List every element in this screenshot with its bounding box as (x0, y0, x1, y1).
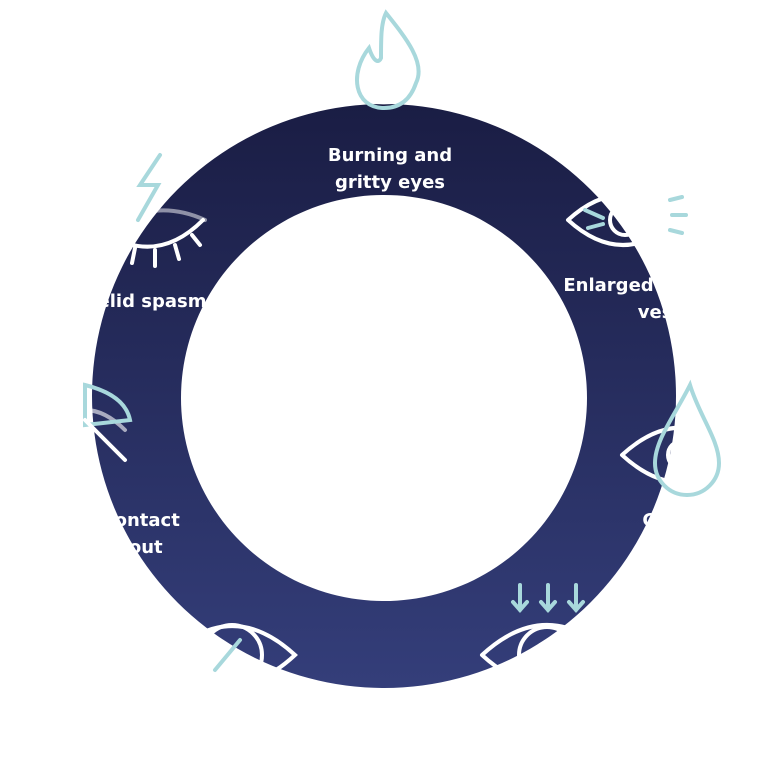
label-line: Reduced contact (10, 510, 180, 531)
flame-eye-icon (328, 9, 442, 111)
label-line: gritty eyes (334, 172, 445, 193)
label-limited-vision: Limited vision (158, 715, 302, 736)
label-line: Enlarged blood (563, 275, 717, 296)
label-enlarged-blood-vessels: Enlarged blood vessels (540, 272, 740, 326)
label-line: tears (661, 537, 715, 558)
contact-lens-eye-icon (43, 382, 133, 462)
twitching-eyelid-icon (98, 153, 207, 268)
ring-band (92, 104, 677, 689)
blurred-eye-icon (168, 623, 298, 687)
label-line: Burning and (327, 145, 453, 166)
label-line: vessels (637, 302, 713, 323)
light-sensitive-eye-icon (480, 583, 615, 687)
bloodshot-eye-icon (566, 193, 688, 247)
label-sensitive-to-light: Sensitive to light (463, 715, 637, 736)
label-reduced-contact-lens-drop-out: Reduced contact lens drop out rate (0, 507, 190, 588)
label-line: Constant (642, 510, 734, 531)
label-constant-tears: Constant tears (618, 507, 758, 561)
teardrop-eye-icon (620, 379, 745, 497)
label-line: rate (74, 564, 116, 585)
label-eyelid-spasm: Eyelid spasm (73, 291, 207, 312)
label-burning-gritty-eyes: Burning and gritty eyes (290, 142, 490, 196)
label-line: lens drop out (27, 537, 163, 558)
